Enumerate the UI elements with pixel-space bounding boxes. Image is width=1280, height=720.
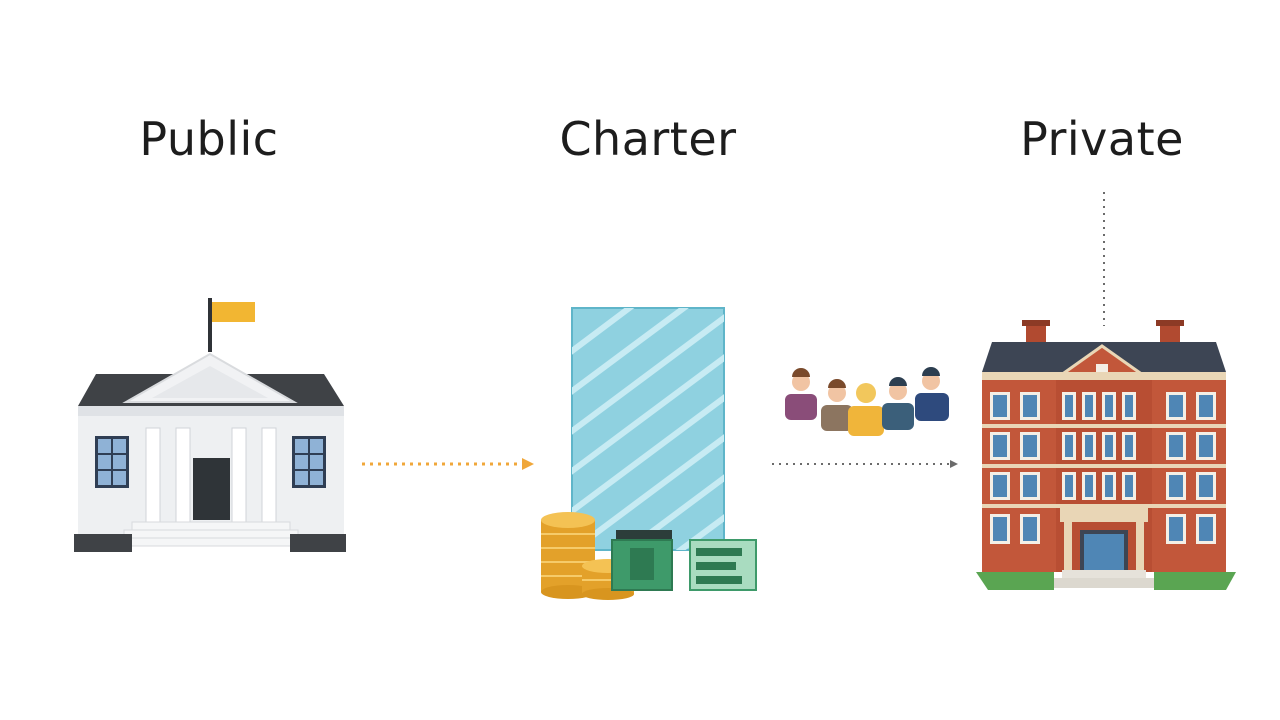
brick-school-icon	[976, 320, 1236, 590]
cash-icon	[611, 530, 757, 591]
government-building-icon	[74, 298, 346, 552]
public-label: Public	[139, 112, 279, 166]
charter-to-private-arrow	[772, 460, 958, 468]
charter-label: Charter	[559, 112, 737, 166]
glass-tower-icon	[571, 307, 725, 551]
people-group-icon	[785, 367, 949, 436]
coin-stack-icon	[541, 512, 634, 600]
private-label: Private	[1020, 112, 1184, 166]
public-to-charter-arrow	[362, 458, 534, 470]
